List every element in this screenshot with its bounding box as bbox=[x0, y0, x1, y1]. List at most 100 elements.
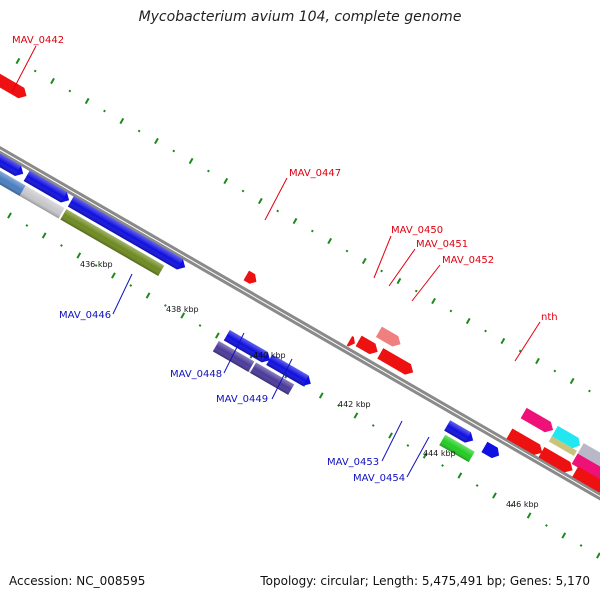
tick-major bbox=[388, 432, 393, 439]
gene-arrow-mav0450 bbox=[375, 326, 401, 347]
scale-label-442: 442 kbp bbox=[338, 400, 371, 409]
tick-minor bbox=[25, 224, 29, 227]
tick-major bbox=[292, 217, 298, 225]
tick-major bbox=[258, 197, 263, 205]
tick-minor bbox=[103, 109, 106, 113]
backbone-line-lower bbox=[0, 130, 600, 534]
gene-label-mav0447: MAV_0447 bbox=[289, 168, 341, 179]
gene-arrow-khaki bbox=[548, 436, 577, 456]
tick-major bbox=[188, 157, 194, 165]
backbone-line-upper bbox=[0, 126, 600, 530]
gene-label-mav0446: MAV_0446 bbox=[59, 310, 111, 321]
gene-arrow-mav0454 bbox=[481, 441, 500, 459]
tick-major bbox=[318, 392, 324, 399]
tick-minor bbox=[441, 464, 444, 467]
tick-minor bbox=[337, 404, 340, 407]
gene-label-mav0454: MAV_0454 bbox=[353, 473, 405, 484]
tick-major bbox=[561, 532, 567, 539]
tick-minor bbox=[449, 309, 453, 313]
tick-minor bbox=[310, 229, 314, 233]
tick-major bbox=[50, 77, 55, 85]
gene-arrow-mav0452-a bbox=[355, 335, 378, 355]
gene-label-mav0442: MAV_0442 bbox=[12, 35, 64, 46]
tick-major bbox=[361, 257, 367, 265]
gene-label-nth: nth bbox=[541, 312, 558, 323]
gene-arrow-silver bbox=[577, 443, 600, 469]
gene-arrow-red-d bbox=[572, 466, 600, 493]
gene-label-mav0448: MAV_0448 bbox=[170, 369, 222, 380]
tick-row-inner bbox=[7, 212, 600, 559]
tick-major bbox=[431, 297, 436, 305]
tick-major bbox=[111, 272, 116, 279]
tick-minor bbox=[510, 504, 514, 507]
gene-arrow-mav0451 bbox=[346, 336, 355, 347]
tick-major bbox=[154, 137, 159, 145]
tick-minor bbox=[207, 169, 210, 173]
tick-major bbox=[7, 212, 12, 219]
tick-major bbox=[41, 232, 47, 239]
tick-minor bbox=[414, 289, 418, 293]
gene-arrow-nth-b bbox=[506, 428, 543, 455]
gene-arrow-mav0447 bbox=[243, 270, 257, 284]
genome-track bbox=[0, 57, 600, 559]
accession-text: Accession: NC_008595 bbox=[9, 574, 146, 588]
tick-minor bbox=[60, 244, 63, 247]
gene-label-mav0452: MAV_0452 bbox=[442, 255, 494, 266]
gene-arrow-mav0452-b bbox=[377, 348, 414, 375]
tick-minor bbox=[172, 149, 176, 153]
tick-major bbox=[500, 337, 506, 345]
tick-minor bbox=[137, 129, 141, 133]
tick-minor bbox=[276, 209, 280, 213]
tick-major bbox=[535, 357, 540, 365]
gene-label-mav0451: MAV_0451 bbox=[416, 239, 468, 250]
reverse-leaders bbox=[112, 273, 430, 478]
tick-minor bbox=[406, 444, 410, 447]
tick-major bbox=[569, 377, 575, 385]
tick-major bbox=[15, 57, 21, 65]
tick-major bbox=[180, 312, 186, 319]
tick-major bbox=[76, 252, 82, 259]
scale-label-444: 444 kbp bbox=[423, 449, 456, 458]
tick-minor bbox=[164, 304, 167, 307]
scale-label-446: 446 kbp bbox=[506, 500, 539, 509]
tick-major bbox=[596, 552, 600, 559]
tick-minor bbox=[380, 269, 383, 273]
gene-arrow-nth-a bbox=[520, 407, 554, 433]
scale-label-436: 436 kbp bbox=[80, 260, 113, 269]
tick-major bbox=[353, 412, 359, 419]
tick-major bbox=[422, 452, 428, 459]
tick-minor bbox=[588, 389, 591, 393]
tick-minor bbox=[33, 69, 37, 73]
gene-arrow-pink bbox=[571, 453, 600, 480]
tick-major bbox=[214, 332, 220, 339]
forward-leaders bbox=[11, 45, 541, 362]
tick-minor bbox=[345, 249, 349, 253]
tick-minor bbox=[579, 544, 583, 547]
tick-minor bbox=[475, 484, 479, 487]
gene-arrow-cyan bbox=[551, 425, 580, 449]
tick-minor bbox=[371, 424, 375, 427]
scale-label-438: 438 kbp bbox=[166, 305, 199, 314]
tick-major bbox=[223, 177, 229, 185]
tick-major bbox=[396, 277, 402, 285]
tick-row-outer bbox=[15, 57, 591, 393]
tick-minor bbox=[553, 369, 557, 373]
gene-label-mav0449: MAV_0449 bbox=[216, 394, 268, 405]
tick-major bbox=[327, 237, 333, 245]
gene-label-mav0450: MAV_0450 bbox=[391, 225, 443, 236]
tick-minor bbox=[545, 524, 548, 527]
genome-summary-text: Topology: circular; Length: 5,475,491 bp… bbox=[260, 574, 590, 588]
tick-major bbox=[84, 97, 90, 105]
tick-minor bbox=[94, 264, 98, 267]
gene-label-mav0453: MAV_0453 bbox=[327, 457, 379, 468]
tick-major bbox=[119, 117, 125, 125]
genome-title: Mycobacterium avium 104, complete genome bbox=[138, 9, 462, 25]
tick-major bbox=[145, 292, 151, 299]
tick-minor bbox=[129, 284, 133, 287]
tick-minor bbox=[241, 189, 245, 193]
tick-minor bbox=[198, 324, 202, 327]
tick-minor bbox=[484, 329, 487, 333]
gene-arrow-red-c bbox=[538, 447, 573, 473]
